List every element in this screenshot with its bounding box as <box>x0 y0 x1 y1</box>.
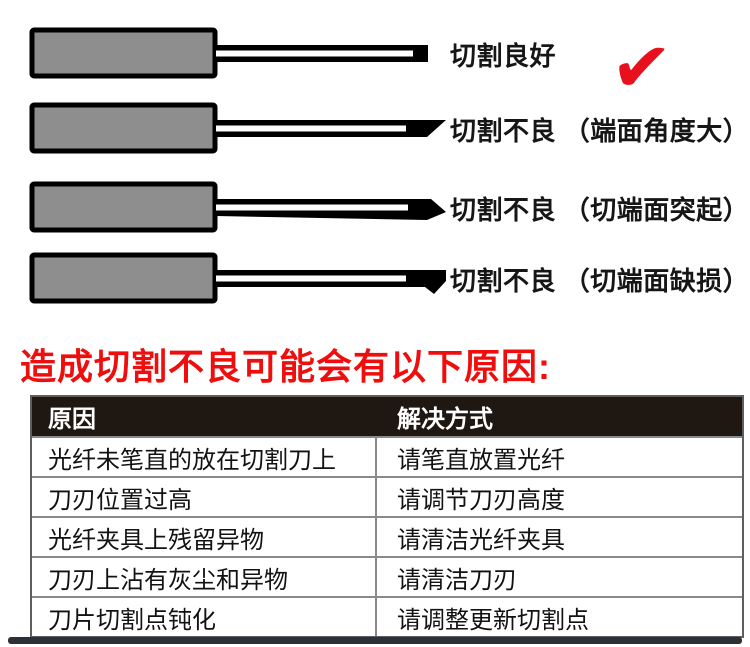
fiber-holder <box>29 181 218 233</box>
cut-quality-label: 切割不良 （切端面缺损） <box>450 265 750 296</box>
solution-cell: 请笔直放置光纤 <box>397 446 565 474</box>
cause-cell: 光纤未笔直的放在切割刀上 <box>32 438 377 476</box>
table-row: 刀刃上沾有灰尘和异物 请清洁刀刃 <box>32 556 742 596</box>
fiber-holder <box>29 252 218 304</box>
fiber-core <box>216 204 408 211</box>
fiber <box>216 270 446 294</box>
table-header-solution: 解决方式 <box>397 406 493 433</box>
solution-cell: 请调整更新切割点 <box>397 606 589 634</box>
cut-quality-label: 切割不良 （切端面突起） <box>450 194 750 225</box>
table-header-cause: 原因 <box>48 406 96 433</box>
fiber-diagram-row-protrusion: 切割不良 （切端面突起） <box>28 180 750 236</box>
fiber-holder <box>29 27 218 79</box>
table-header-row: 原因 解决方式 <box>32 397 742 436</box>
section-divider-bar <box>8 637 742 644</box>
fiber-core <box>216 275 406 282</box>
fiber-diagram-good <box>29 27 428 79</box>
section-heading: 造成切割不良可能会有以下原因: <box>20 346 551 387</box>
causes-table: 原因 解决方式 光纤未笔直的放在切割刀上 请笔直放置光纤 刀刃位置过高 请调节刀… <box>30 395 744 638</box>
fiber-holder <box>29 102 218 154</box>
fiber-diagram-row-chip: 切割不良 （切端面缺损） <box>28 251 750 307</box>
fiber-diagram-protrusion <box>29 181 446 233</box>
table-row: 刀刃位置过高 请调节刀刃高度 <box>32 476 742 516</box>
fiber-diagram-row-angle: 切割不良 （端面角度大） <box>28 101 750 157</box>
fiber-core <box>216 125 406 132</box>
solution-cell: 请调节刀刃高度 <box>397 486 565 514</box>
solution-cell: 请清洁光纤夹具 <box>397 526 565 554</box>
cut-quality-label: 切割良好 <box>450 40 557 71</box>
cause-cell: 刀刃上沾有灰尘和异物 <box>32 558 377 596</box>
table-row: 刀片切割点钝化 请调整更新切割点 <box>32 596 742 636</box>
solution-cell: 请清洁刀刃 <box>397 566 517 594</box>
cause-cell: 刀片切割点钝化 <box>32 598 377 636</box>
cut-quality-label: 切割不良 （端面角度大） <box>450 115 750 146</box>
fiber-diagram-row-good: 切割良好 ✔ <box>28 26 750 110</box>
cause-cell: 刀刃位置过高 <box>32 478 377 516</box>
cause-cell: 光纤夹具上残留异物 <box>32 518 377 556</box>
fiber-diagram-angle <box>29 102 446 154</box>
table-row: 光纤未笔直的放在切割刀上 请笔直放置光纤 <box>32 436 742 476</box>
fiber-core <box>216 50 413 57</box>
fiber-diagram-chip <box>29 252 446 304</box>
table-row: 光纤夹具上残留异物 请清洁光纤夹具 <box>32 516 742 556</box>
checkmark-icon: ✔ <box>608 25 675 111</box>
